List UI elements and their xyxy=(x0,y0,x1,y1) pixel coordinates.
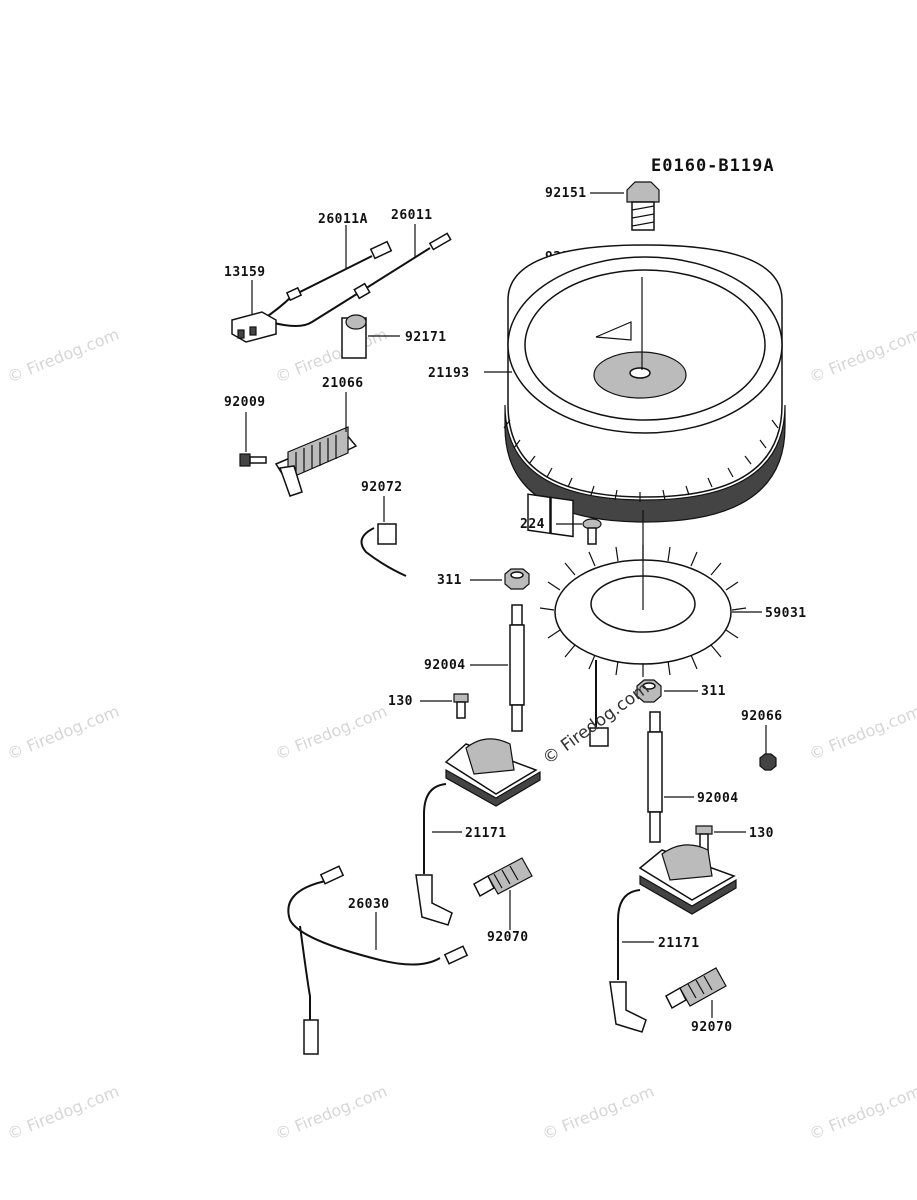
callout-92066: 92066 xyxy=(741,709,783,724)
callout-21193: 21193 xyxy=(428,366,470,381)
part-92070-plug-right[interactable] xyxy=(665,967,727,1010)
callout-224: 224 xyxy=(520,517,545,532)
watermark-text: © Firedog.com xyxy=(272,702,389,764)
callout-92070-left: 92070 xyxy=(487,930,529,945)
callout-59031: 59031 xyxy=(765,606,807,621)
part-26011-lead[interactable] xyxy=(269,232,452,327)
part-59031-stator[interactable] xyxy=(539,545,747,747)
part-21066-regulator[interactable] xyxy=(274,426,358,497)
part-26011A-harness[interactable] xyxy=(261,240,393,321)
part-92171-clamp[interactable] xyxy=(341,314,367,359)
callout-311-right: 311 xyxy=(701,684,726,699)
part-13159-connector[interactable] xyxy=(231,311,277,343)
part-92151-bolt[interactable] xyxy=(626,181,660,231)
watermark-text: © Firedog.com xyxy=(539,1082,656,1144)
callout-311-left: 311 xyxy=(437,573,462,588)
part-92004-stud-right[interactable] xyxy=(647,711,663,843)
part-311-nut-left[interactable] xyxy=(504,568,530,590)
callout-130-left: 130 xyxy=(388,694,413,709)
part-92004-stud-left[interactable] xyxy=(509,604,525,732)
part-21193-flywheel[interactable] xyxy=(503,244,786,538)
callout-130-right: 130 xyxy=(749,826,774,841)
part-26030-lead[interactable] xyxy=(287,865,469,1055)
part-311-nut-right[interactable] xyxy=(636,679,662,703)
part-130-bolt-left[interactable] xyxy=(453,693,469,719)
watermark-text: © Firedog.com xyxy=(4,325,121,387)
callout-21171-right: 21171 xyxy=(658,936,700,951)
callout-92151: 92151 xyxy=(545,186,587,201)
callout-92070-right: 92070 xyxy=(691,1020,733,1035)
part-92009-screw[interactable] xyxy=(239,453,267,467)
diagram-code: E0160-B119A xyxy=(651,156,775,176)
watermark-text: © Firedog.com xyxy=(4,702,121,764)
watermark-text: © Firedog.com xyxy=(806,702,917,764)
callout-26011: 26011 xyxy=(391,208,433,223)
part-21171-coil-left[interactable] xyxy=(415,738,541,926)
part-92070-plug-left[interactable] xyxy=(473,857,533,898)
callout-26030: 26030 xyxy=(348,897,390,912)
callout-92004-right: 92004 xyxy=(697,791,739,806)
callout-92171: 92171 xyxy=(405,330,447,345)
callout-21171-left: 21171 xyxy=(465,826,507,841)
watermark-text: © Firedog.com xyxy=(806,325,917,387)
part-224-screw[interactable] xyxy=(582,518,602,545)
watermark-text: © Firedog.com xyxy=(4,1082,121,1144)
callout-26011A: 26011A xyxy=(318,212,368,227)
callout-92004-left: 92004 xyxy=(424,658,466,673)
part-92066-nut[interactable] xyxy=(759,753,777,771)
watermark-text: © Firedog.com xyxy=(806,1082,917,1144)
callout-21066: 21066 xyxy=(322,376,364,391)
callout-92009: 92009 xyxy=(224,395,266,410)
callout-92072: 92072 xyxy=(361,480,403,495)
part-92072-tie[interactable] xyxy=(360,523,407,577)
callout-13159: 13159 xyxy=(224,265,266,280)
part-130-bolt-right[interactable] xyxy=(695,825,713,855)
watermark-text: © Firedog.com xyxy=(272,1082,389,1144)
part-21171-coil-right[interactable] xyxy=(609,844,737,1033)
